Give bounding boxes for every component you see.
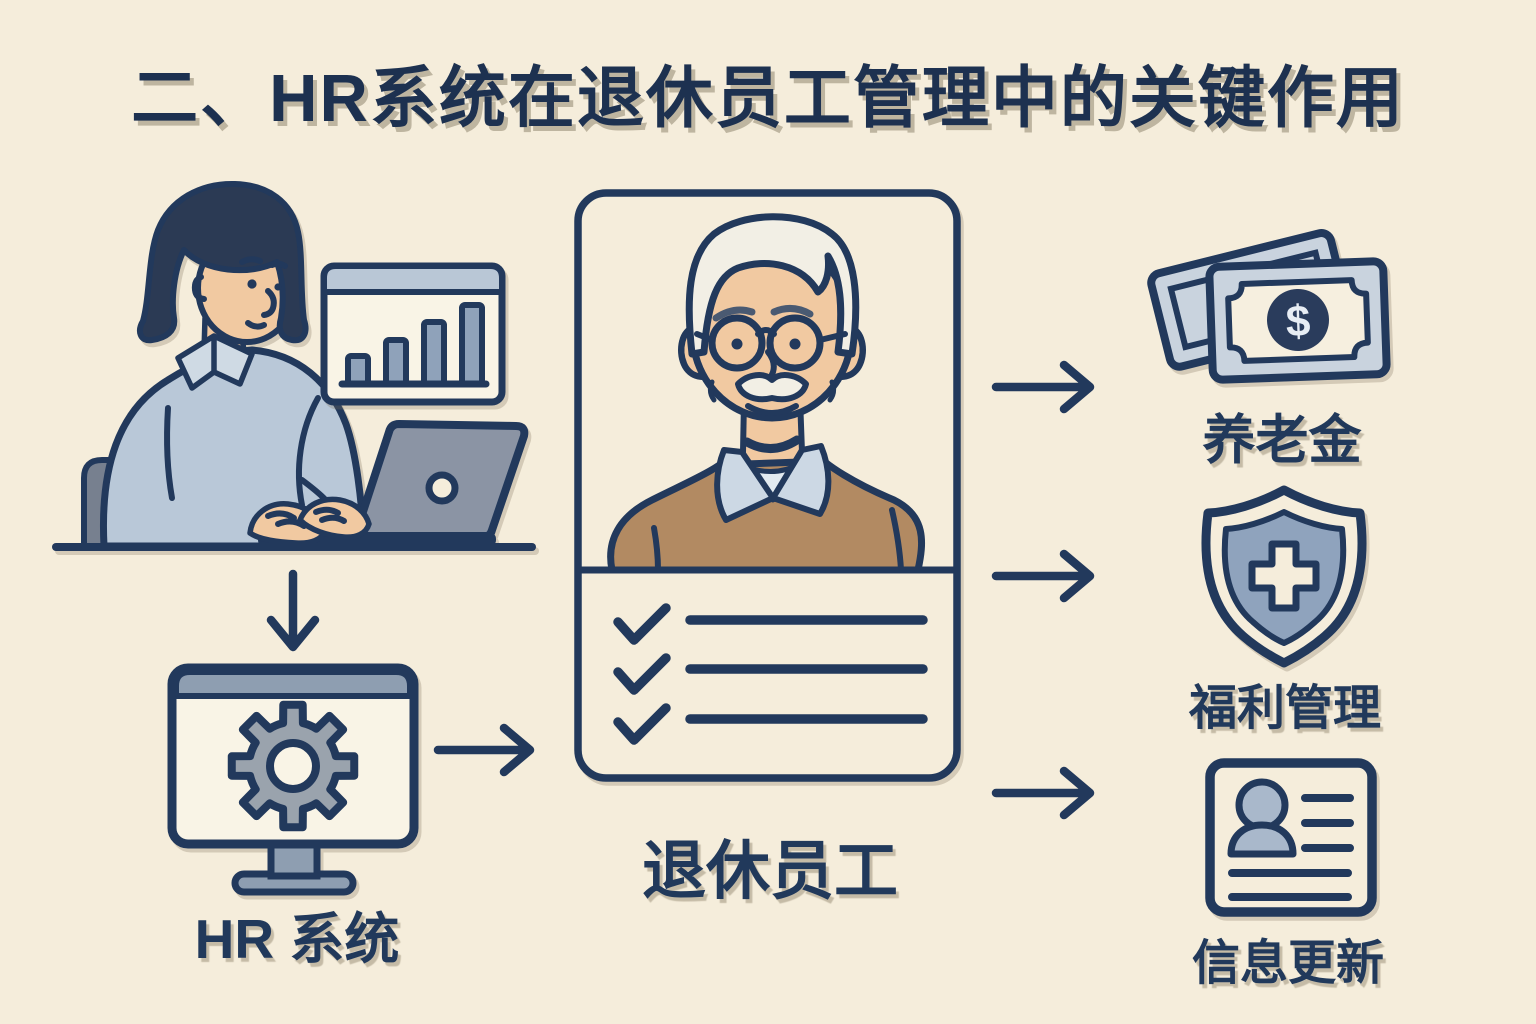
profile-id-card-icon <box>1205 758 1377 917</box>
id-card-short-lines <box>1301 794 1354 852</box>
chart-bar-2 <box>383 337 409 387</box>
banknotes-icon: $ <box>1147 229 1391 384</box>
hr-system-label: HR 系统 <box>194 908 400 970</box>
chart-bar-3 <box>421 319 447 387</box>
woman-hair <box>137 180 309 344</box>
retiree-portrait <box>607 213 926 574</box>
man-eye-left <box>731 338 743 350</box>
woman-eyebrow-left <box>239 256 263 265</box>
bar-chart-icon <box>320 262 506 406</box>
checklist <box>613 603 928 745</box>
laptop-logo <box>425 471 459 505</box>
woman-mouth <box>245 320 267 330</box>
man-eye-right <box>789 338 801 350</box>
checkmark-3 <box>613 703 671 745</box>
glasses-bridge <box>755 327 777 337</box>
man-hair <box>685 213 860 358</box>
man-mustache <box>735 372 809 403</box>
collar-right <box>770 443 832 517</box>
man-eyebrow-right <box>770 305 814 318</box>
dollar-coin <box>1267 289 1329 351</box>
id-card-long-lines <box>1228 869 1352 901</box>
arrow-right-pension-icon <box>991 360 1095 414</box>
hr-staff-at-laptop-illustration <box>52 180 536 551</box>
pension-label: 养老金 <box>1202 411 1362 470</box>
monitor-header-bar <box>173 669 413 699</box>
arrow-right-system-to-card-icon <box>433 723 535 777</box>
retired-employee-label: 退休员工 <box>642 835 898 907</box>
arrow-down-icon <box>266 569 320 652</box>
chart-header-bar <box>321 263 505 295</box>
dollar-symbol: $ <box>1285 297 1311 347</box>
banknote-front: $ <box>1205 257 1391 384</box>
glasses-temples <box>694 331 848 343</box>
collar-left <box>714 447 776 523</box>
woman-eye-far <box>274 283 282 291</box>
chart-bar-1 <box>345 353 371 387</box>
benefits-label: 福利管理 <box>1188 682 1381 735</box>
person-shoulders-icon <box>1227 821 1297 858</box>
checkmark-1 <box>613 603 671 645</box>
woman-eyebrow-right <box>269 260 288 269</box>
chin-shadow <box>742 435 802 453</box>
shield-medical-cross-icon <box>1201 485 1367 668</box>
monitor-gear-icon <box>167 663 419 896</box>
chart-bar-4 <box>459 302 485 387</box>
checkmark-2 <box>613 653 671 695</box>
page-title: 二、HR系统在退休员工管理中的关键作用 <box>131 61 1405 136</box>
cheek-lines <box>707 379 837 403</box>
retiree-profile-card <box>574 189 961 782</box>
arrow-right-info-icon <box>991 766 1095 820</box>
woman-ear <box>191 274 207 302</box>
finger-lines <box>265 506 347 529</box>
medical-cross-icon <box>1248 540 1320 612</box>
man-eyebrow-left <box>712 306 756 322</box>
woman-eye <box>247 279 257 289</box>
woman-collar <box>175 333 255 391</box>
woman-nose <box>261 288 277 318</box>
man-mouth <box>745 403 799 416</box>
shirt-seam <box>164 405 175 501</box>
person-head-icon <box>1235 778 1289 832</box>
arrow-right-benefits-icon <box>991 549 1095 603</box>
info-update-label: 信息更新 <box>1191 937 1384 990</box>
sleeve-seam <box>295 395 321 508</box>
gear-icon <box>227 700 359 832</box>
